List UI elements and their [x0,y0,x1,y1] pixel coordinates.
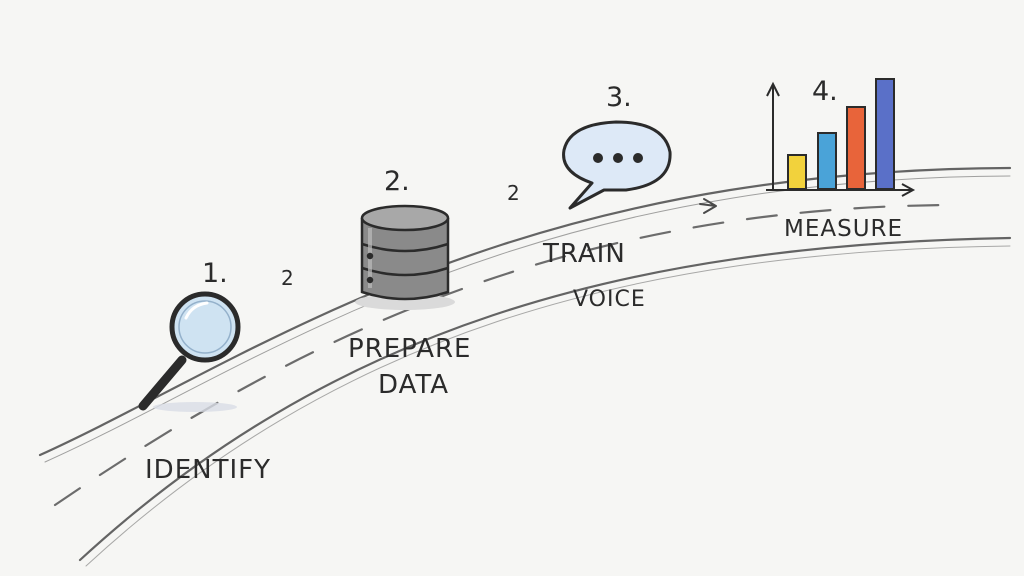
road-marker-2: 2 [507,181,520,205]
step-1-label: IDENTIFY [145,455,271,485]
step-2-number: 2. [384,166,410,197]
speech-bubble-icon [562,120,672,210]
step-1: 1. IDENTIFY [138,258,271,485]
database-icon [355,204,455,310]
step-2-label-line2: DATA [378,370,449,400]
magnifier-icon [138,291,241,412]
step-3-label-line2: VOICE [573,287,646,312]
step-4-number: 4. [812,76,838,107]
road-marker-1: 2 [281,266,294,290]
step-3-number: 3. [606,82,632,113]
step-3-label-line1: TRAIN [542,239,626,269]
bar-chart-icon [766,78,916,197]
step-2: 2. PREPARE DATA [348,166,471,400]
step-4-label: MEASURE [784,216,903,242]
step-2-label-line1: PREPARE [348,334,471,364]
step-4: 4. MEASURE [766,76,916,242]
step-3: 3. TRAIN VOICE [542,82,672,312]
step-1-number: 1. [202,258,228,289]
